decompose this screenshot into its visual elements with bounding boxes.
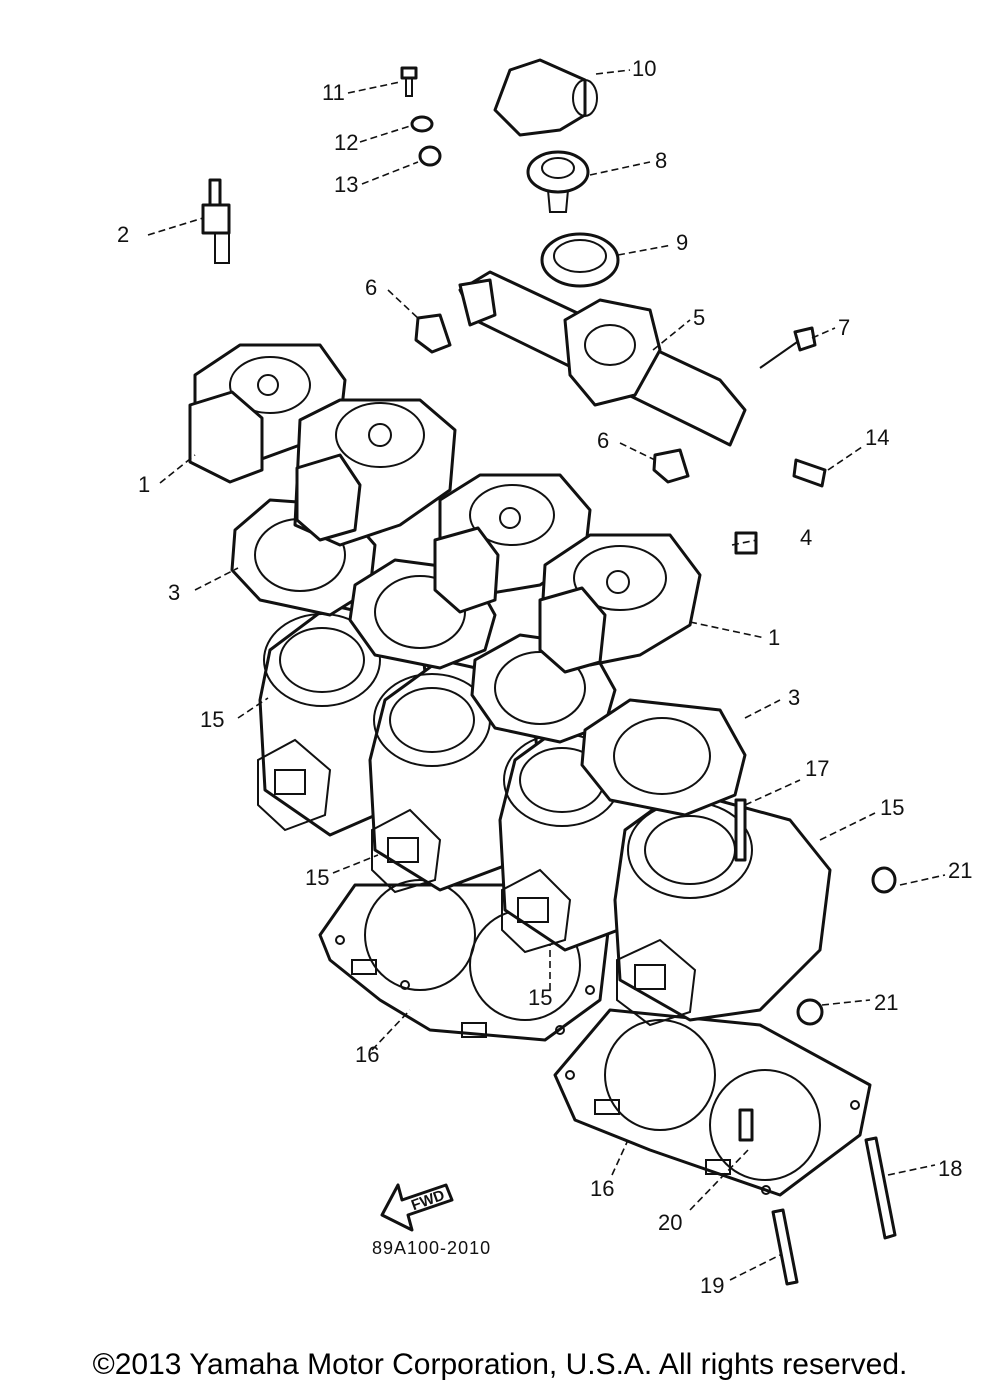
callout-19: 19 — [700, 1273, 724, 1298]
callout-1: 1 — [138, 472, 150, 497]
callout-15: 15 — [880, 795, 904, 820]
callout-15: 15 — [200, 707, 224, 732]
callout-12: 12 — [334, 130, 358, 155]
drawing-code: 89A100-2010 — [372, 1238, 491, 1258]
callout-1: 1 — [768, 625, 780, 650]
temperature-sensor-2 — [201, 178, 231, 264]
callout-2: 2 — [117, 222, 129, 247]
callout-6: 6 — [597, 428, 609, 453]
callout-11: 11 — [322, 80, 345, 105]
callout-8: 8 — [655, 148, 667, 173]
cylinder-head-left-pair — [188, 343, 457, 547]
callout-13: 13 — [334, 172, 358, 197]
thermostat-8 — [526, 150, 590, 213]
nipple-20 — [738, 1108, 754, 1142]
stud-bolt-18 — [864, 1136, 897, 1240]
callout-3: 3 — [168, 580, 180, 605]
callout-3: 3 — [788, 685, 800, 710]
callout-16: 16 — [355, 1042, 379, 1067]
bolt-7 — [759, 326, 817, 369]
exploded-parts-diagram: FWD 1 1 2 3 3 — [117, 56, 972, 1298]
callout-4: 4 — [800, 525, 812, 550]
cylinder-head-right-pair — [433, 473, 702, 674]
washer-12 — [410, 115, 434, 133]
plug-21b — [796, 998, 824, 1026]
callout-15: 15 — [528, 985, 552, 1010]
callout-numbers: 1 1 2 3 3 4 5 6 6 7 8 9 10 11 12 13 14 1… — [117, 56, 972, 1298]
fwd-label: FWD — [409, 1187, 447, 1215]
bolt-11 — [400, 66, 418, 97]
fitting-14 — [792, 458, 827, 488]
small-gasket-6b — [652, 448, 690, 484]
forward-arrow-icon: FWD — [380, 1183, 454, 1232]
callout-10: 10 — [632, 56, 656, 81]
water-manifold — [458, 270, 747, 447]
plug-21a — [871, 866, 897, 894]
stud-bolt-17 — [734, 798, 747, 862]
cylinder-4 — [613, 788, 832, 1027]
callout-17: 17 — [805, 756, 829, 781]
copyright-notice: ©2013 Yamaha Motor Corporation, U.S.A. A… — [92, 1348, 908, 1381]
callout-6: 6 — [365, 275, 377, 300]
callout-7: 7 — [838, 315, 850, 340]
grommet-9 — [540, 232, 620, 288]
callout-15: 15 — [305, 865, 329, 890]
thermostat-cover-10 — [493, 58, 598, 137]
callout-18: 18 — [938, 1156, 962, 1181]
callout-9: 9 — [676, 230, 688, 255]
collar-13 — [418, 145, 442, 167]
callout-16: 16 — [590, 1176, 614, 1201]
callout-21: 21 — [948, 858, 972, 883]
callout-21: 21 — [874, 990, 898, 1015]
callout-5: 5 — [693, 305, 705, 330]
callout-14: 14 — [865, 425, 889, 450]
stud-bolt-19 — [771, 1208, 799, 1286]
leader-lines — [147, 69, 946, 1281]
small-gasket-6a — [414, 313, 452, 354]
callout-20: 20 — [658, 1210, 682, 1235]
cylinder-base-gasket-right — [553, 1008, 872, 1197]
